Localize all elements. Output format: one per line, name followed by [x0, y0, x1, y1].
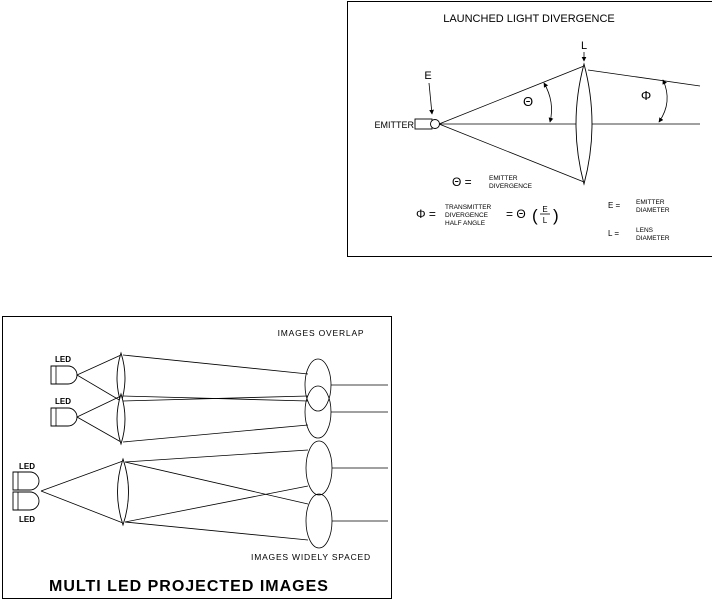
projection-ray-upper [122, 354, 309, 375]
phi-def-rhs: = Θ [506, 207, 526, 221]
emitter-label: EMITTER [375, 120, 415, 130]
theta-def-line1: EMITTER [489, 175, 518, 182]
theta-definition: Θ = EMITTER DIVERGENCE [452, 175, 533, 190]
lens-shape [575, 62, 593, 186]
projected-image-ellipse [304, 385, 332, 439]
images-overlap-caption: IMAGES OVERLAP [278, 328, 365, 338]
images-widely-spaced-caption: IMAGES WIDELY SPACED [251, 552, 371, 562]
emitter-pointer-arrow [428, 82, 434, 115]
lens-dimension-label: L [581, 40, 587, 52]
phi-def-line3: HALF ANGLE [445, 220, 486, 227]
phi-symbol: Φ [641, 88, 651, 103]
led-body [12, 471, 40, 491]
panel-title: LAUNCHED LIGHT DIVERGENCE [443, 13, 615, 25]
projected-image-ellipse [304, 358, 332, 412]
led-cone-lower [76, 416, 122, 443]
stacked-led-pair: LED LED [12, 449, 309, 541]
launched-light-divergence-panel: LAUNCHED LIGHT DIVERGENCE L E EMITTER Θ [347, 1, 712, 257]
legend-l-key: L = [608, 229, 619, 238]
multi-led-projected-images-panel: IMAGES OVERLAP LED LED [2, 316, 392, 599]
phi-def-line1: TRANSMITTER [445, 204, 492, 211]
theta-def-line2: DIVERGENCE [489, 183, 533, 190]
spaced-images [305, 440, 388, 549]
fraction-numerator: E [542, 205, 547, 214]
emitter-dome [430, 119, 440, 129]
projection-ray-lower [122, 424, 309, 443]
led-body [50, 407, 78, 427]
legend-l-line1: LENS [636, 227, 654, 234]
shared-lens [117, 457, 129, 527]
projection-ray [124, 449, 309, 463]
projection-ray [124, 521, 309, 541]
led-cone-lower [40, 490, 124, 524]
emitter-dimension-label: E [424, 70, 431, 82]
led-body [12, 491, 40, 511]
led-label: LED [55, 397, 71, 406]
collimating-lens [116, 392, 126, 446]
led-label: LED [19, 515, 35, 524]
phi-def-lhs: Φ = [416, 207, 436, 221]
multi-led-diagram: IMAGES OVERLAP LED LED [12, 328, 388, 595]
fraction-e-over-l: ( E L ) [532, 205, 559, 225]
theta-symbol: Θ [523, 94, 533, 109]
emitter-body [414, 118, 433, 130]
launched-light-diagram: LAUNCHED LIGHT DIVERGENCE L E EMITTER Θ [375, 13, 701, 242]
led-body [50, 365, 78, 385]
led-cone-upper [40, 460, 124, 492]
theta-arc [543, 82, 554, 123]
phi-def-line2: DIVERGENCE [445, 212, 489, 219]
led-cone-lower [76, 374, 122, 402]
legend-e-key: E = [608, 201, 621, 210]
paren-close: ) [553, 206, 559, 225]
theta-def-lhs: Θ = [452, 175, 472, 189]
phi-definition: Φ = TRANSMITTER DIVERGENCE HALF ANGLE = … [416, 204, 559, 227]
projection-ray [124, 461, 309, 505]
projected-image-ellipse [305, 440, 333, 496]
phi-arc [658, 79, 668, 123]
projection-ray [124, 485, 309, 523]
led-unit-2: LED [50, 392, 309, 446]
legend-e-line2: DIAMETER [636, 207, 670, 214]
symbol-legend: E = EMITTER DIAMETER L = LENS DIAMETER [608, 199, 670, 242]
ray-lines [438, 65, 701, 183]
panel-title: MULTI LED PROJECTED IMAGES [49, 578, 329, 595]
projection-ray-upper [122, 395, 309, 402]
upper-ray [438, 65, 585, 125]
lower-ray [438, 123, 585, 183]
legend-e-line1: EMITTER [636, 199, 665, 206]
led-label: LED [19, 462, 35, 471]
paren-open: ( [532, 206, 538, 225]
exit-ray [587, 69, 701, 87]
overlapping-images [304, 358, 388, 439]
led-unit-1: LED [50, 351, 309, 405]
legend-l-line2: DIAMETER [636, 235, 670, 242]
led-cone-upper [76, 395, 122, 418]
projected-image-ellipse [305, 493, 333, 549]
led-cone-upper [76, 354, 122, 376]
fraction-denominator: L [543, 216, 548, 225]
led-label: LED [55, 355, 71, 364]
